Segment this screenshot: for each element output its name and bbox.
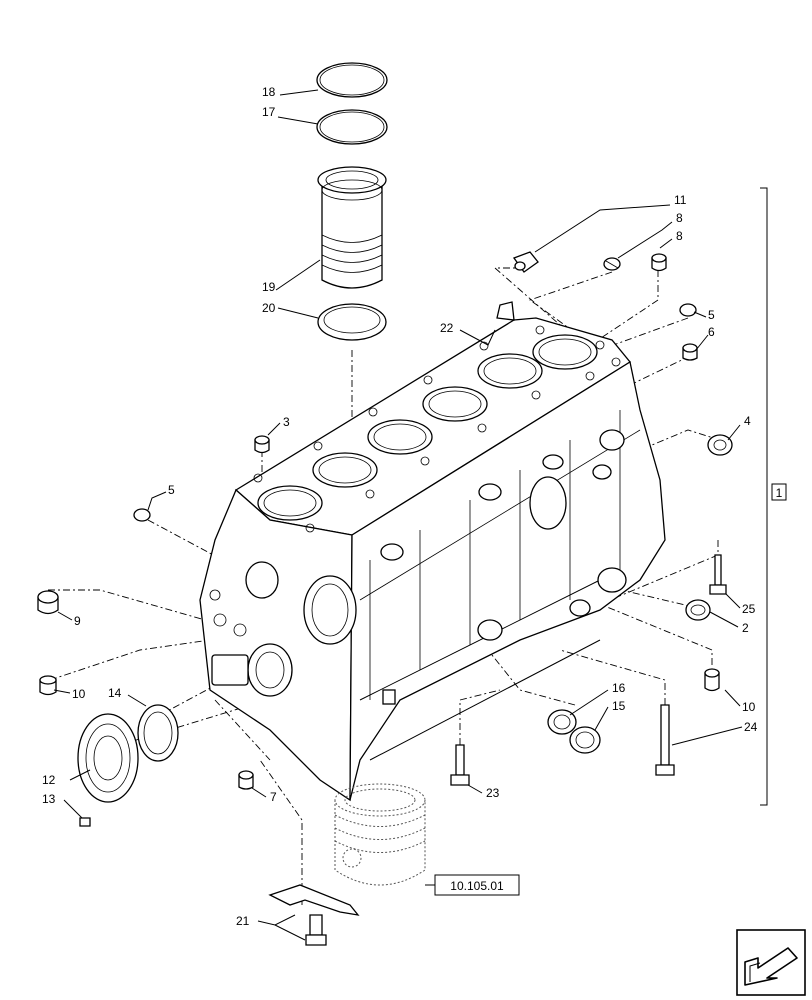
callout-10[interactable]: 10 bbox=[72, 687, 86, 701]
liner-seal-ring bbox=[317, 303, 387, 341]
callout-2[interactable]: 2 bbox=[742, 621, 749, 635]
callout-11[interactable]: 11 bbox=[674, 193, 687, 207]
callout-5[interactable]: 5 bbox=[708, 308, 715, 322]
callout-20[interactable]: 20 bbox=[262, 301, 276, 315]
callout-22[interactable]: 22 bbox=[440, 321, 454, 335]
callout-numbers: 18 17 19 20 22 11 8 8 5 6 4 3 5 9 10 14 … bbox=[42, 85, 758, 928]
callout-24[interactable]: 24 bbox=[744, 720, 758, 734]
callout-17[interactable]: 17 bbox=[262, 105, 276, 119]
plugs-and-fittings bbox=[37, 251, 733, 790]
callout-25[interactable]: 25 bbox=[742, 602, 756, 616]
callout-23[interactable]: 23 bbox=[486, 786, 500, 800]
cylinder-liner bbox=[317, 166, 387, 289]
callout-5[interactable]: 5 bbox=[168, 483, 175, 497]
callout-10[interactable]: 10 bbox=[742, 700, 756, 714]
callout-3[interactable]: 3 bbox=[283, 415, 290, 429]
next-page-arrow-icon[interactable] bbox=[736, 929, 806, 996]
callout-9[interactable]: 9 bbox=[74, 614, 81, 628]
engine-block bbox=[199, 301, 666, 802]
callout-12[interactable]: 12 bbox=[42, 773, 56, 787]
callout-6[interactable]: 6 bbox=[708, 325, 715, 339]
callout-leaders bbox=[53, 89, 743, 941]
callout-15[interactable]: 15 bbox=[612, 699, 626, 713]
piston-group-reference[interactable]: 10.105.01 bbox=[450, 879, 504, 893]
callout-18[interactable]: 18 bbox=[262, 85, 276, 99]
callout-8[interactable]: 8 bbox=[676, 211, 683, 225]
callout-21[interactable]: 21 bbox=[236, 914, 250, 928]
callout-4[interactable]: 4 bbox=[744, 414, 751, 428]
piston-reference: 10.105.01 bbox=[334, 783, 520, 896]
cooling-nozzle bbox=[268, 884, 360, 946]
callout-8[interactable]: 8 bbox=[676, 229, 683, 243]
callout-14[interactable]: 14 bbox=[108, 686, 122, 700]
cylinder-seal-rings bbox=[316, 62, 388, 145]
callout-19[interactable]: 19 bbox=[262, 280, 276, 294]
callout-1[interactable]: 1 bbox=[776, 486, 783, 500]
assembly-bracket: 1 bbox=[760, 187, 787, 806]
callout-7[interactable]: 7 bbox=[270, 790, 277, 804]
callout-16[interactable]: 16 bbox=[612, 681, 626, 695]
callout-13[interactable]: 13 bbox=[42, 792, 56, 806]
rear-seal-cover bbox=[77, 704, 179, 827]
